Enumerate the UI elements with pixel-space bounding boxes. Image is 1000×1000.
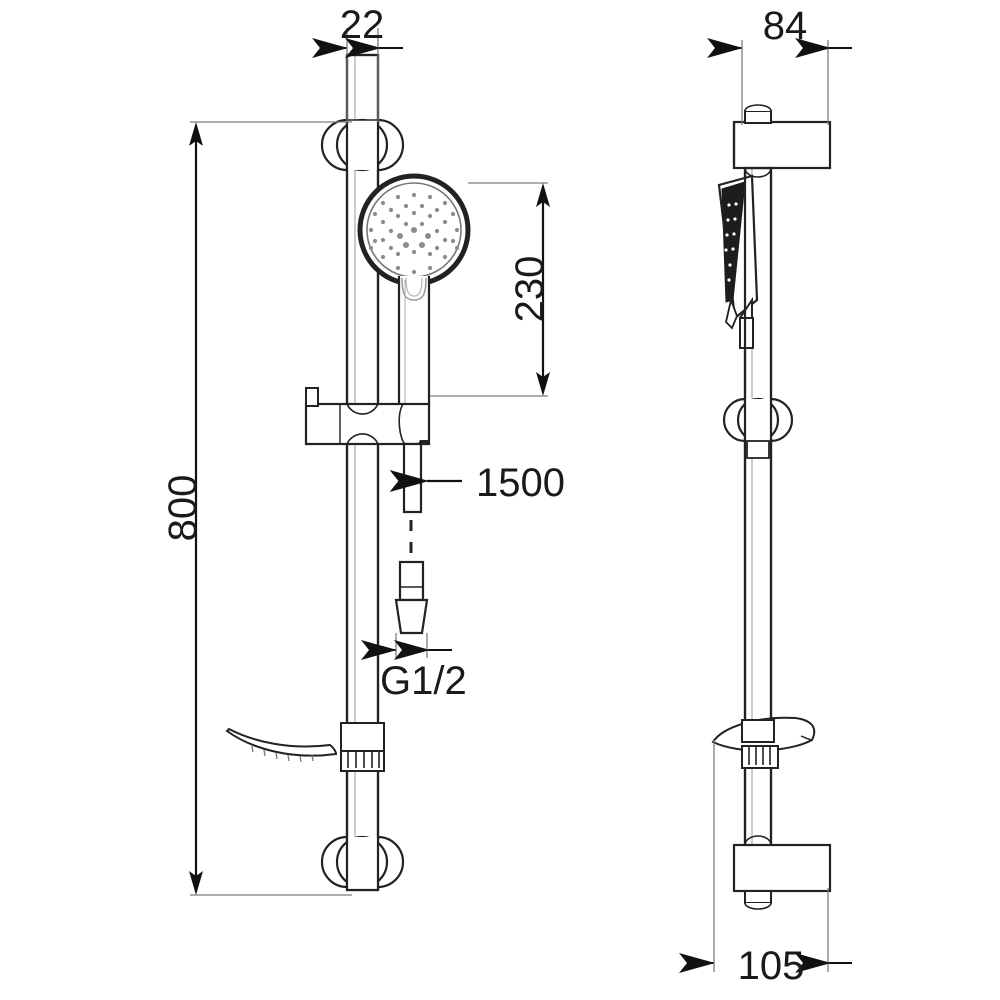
- dimension-1500-label: 1500: [476, 461, 565, 505]
- collar-ribs: [347, 751, 380, 768]
- dimension-800-label: 800: [161, 475, 205, 542]
- spray-nozzles: [368, 192, 460, 275]
- dimension-105: 105: [679, 740, 852, 988]
- dimension-230: 230: [430, 182, 552, 397]
- soap-dish-collar: [340, 722, 385, 772]
- dimension-g12: G1/2: [361, 633, 467, 703]
- handset-handle: [397, 276, 431, 408]
- dimension-22: 22: [312, 3, 403, 122]
- dimension-22-label: 22: [340, 3, 385, 47]
- dimension-800: 800: [161, 121, 352, 896]
- side-handset-profile: [717, 174, 759, 349]
- hose-bottom-connector: [394, 560, 429, 635]
- hose-top-connector: [402, 442, 423, 514]
- soap-dish: [225, 727, 338, 763]
- side-bottom-bracket: [732, 835, 832, 910]
- side-view-group: 84 105: [679, 4, 852, 988]
- side-spray-nozzles: [724, 202, 738, 282]
- side-collar-ribs: [748, 746, 771, 765]
- dimension-105-label: 105: [738, 944, 805, 988]
- side-top-bracket: [732, 104, 832, 178]
- side-soap-dish-collar: [741, 719, 779, 769]
- dimension-g12-label: G1/2: [380, 659, 467, 703]
- dimension-230-label: 230: [508, 256, 552, 323]
- handset-spray-head: [357, 173, 471, 287]
- dimension-84-label: 84: [763, 4, 808, 48]
- rail-top-cap: [320, 118, 405, 172]
- front-view-group: 22 800 230: [161, 3, 565, 896]
- sliding-holder-bracket: [304, 387, 431, 446]
- dimension-1500: 1500: [389, 461, 565, 505]
- dimension-84: 84: [707, 4, 852, 125]
